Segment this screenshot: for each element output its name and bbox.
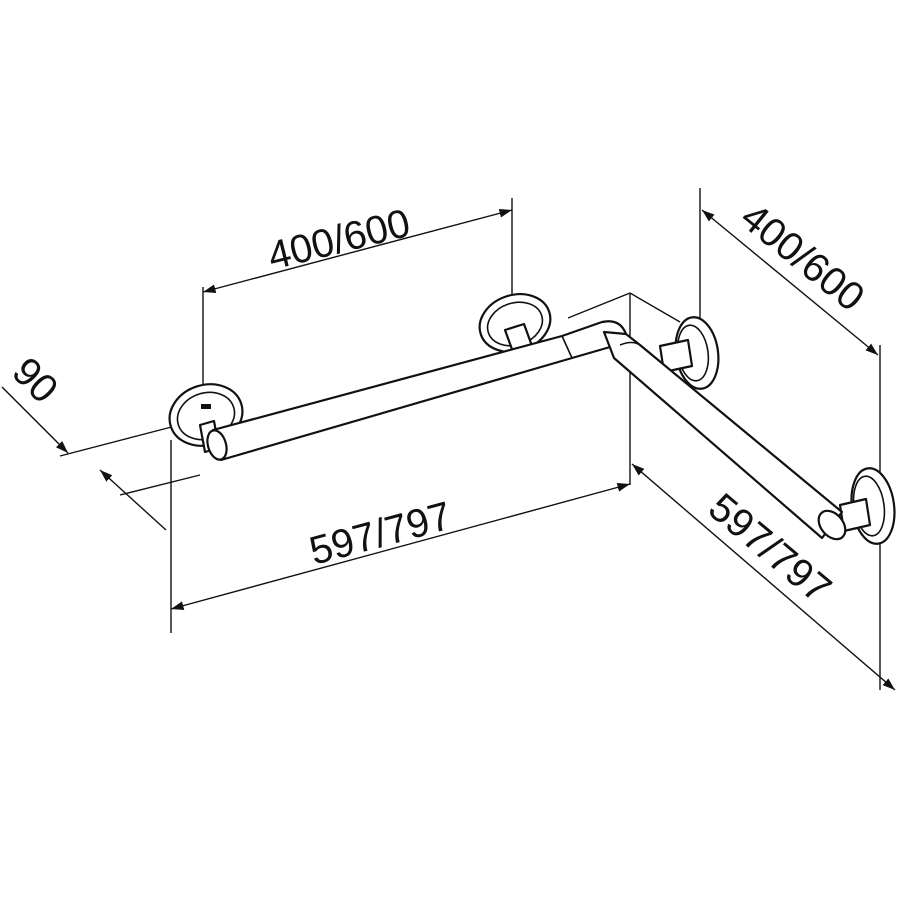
grab-bar-side [602,330,847,541]
dimension-lines [1,208,896,691]
dimension-label-front-length: 597/797 [305,494,456,574]
flange-side-bottom [838,467,896,545]
wall-outline [567,292,681,485]
flange-side-top [658,316,720,390]
dimension-label-projection: 90 [4,349,67,412]
dimension-label-top-right: 400/600 [732,195,872,320]
grab-bar-front [206,320,628,462]
dimension-label-top-left: 400/600 [264,201,415,279]
